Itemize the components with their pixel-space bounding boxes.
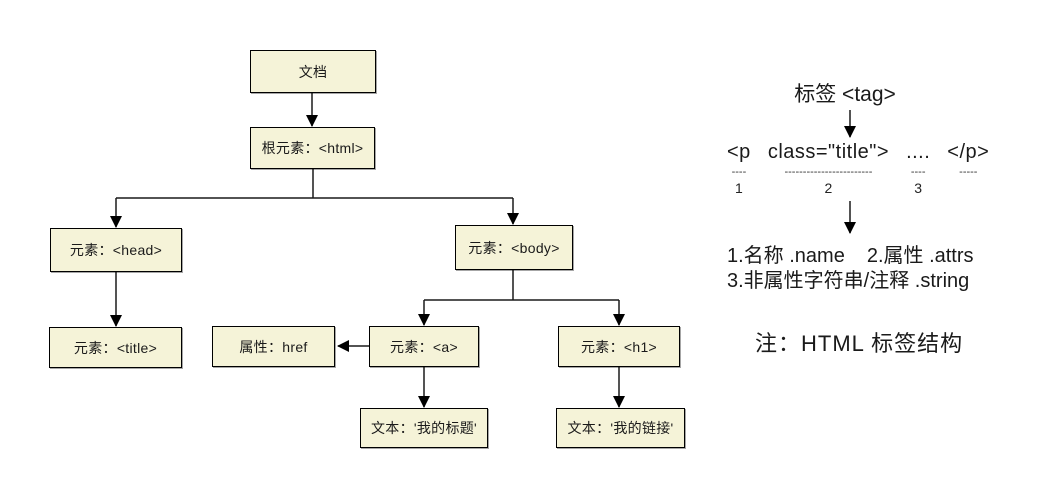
node-element-head: 元素：<head> bbox=[50, 228, 182, 272]
number-3: 3 bbox=[914, 180, 923, 196]
node-element-title: 元素：<title> bbox=[49, 327, 182, 368]
node-text-my-title: 文本：'我的标题' bbox=[360, 408, 488, 448]
diagram-note: 注：HTML 标签结构 bbox=[755, 331, 964, 356]
node-attribute-href: 属性：href bbox=[212, 326, 335, 367]
code-part-class-attr: class="title"> bbox=[767, 141, 890, 163]
node-text-my-link: 文本：'我的链接' bbox=[556, 408, 685, 448]
dash-under-name: ---- bbox=[731, 166, 747, 178]
legend-attrs: 2.属性 .attrs bbox=[866, 245, 974, 267]
code-col-name: <p ---- 1 bbox=[727, 141, 751, 196]
number-2: 2 bbox=[824, 180, 833, 196]
code-col-close: </p> ----- bbox=[947, 141, 989, 180]
node-document: 文档 bbox=[250, 50, 376, 93]
number-1: 1 bbox=[735, 180, 743, 196]
code-part-open-p: <p bbox=[727, 141, 751, 163]
dash-under-string: ---- bbox=[910, 166, 926, 178]
code-col-string: .... ---- 3 bbox=[906, 141, 930, 196]
node-element-body: 元素：<body> bbox=[455, 225, 573, 270]
node-element-a: 元素：<a> bbox=[369, 326, 479, 367]
dash-under-close: ----- bbox=[959, 166, 978, 178]
code-part-dots: .... bbox=[906, 141, 931, 163]
code-part-close-p: </p> bbox=[947, 141, 990, 163]
tag-example-code: <p ---- 1 class="title"> ---------------… bbox=[727, 141, 989, 196]
legend-line-2: 3.非属性字符串/注释 .string bbox=[727, 270, 970, 292]
tag-structure-title: 标签 <tag> bbox=[794, 83, 896, 106]
node-element-h1: 元素：<h1> bbox=[558, 326, 680, 367]
node-root-html: 根元素：<html> bbox=[250, 127, 375, 169]
legend-name: 1.名称 .name bbox=[727, 245, 845, 267]
code-col-attrs: class="title"> ------------------------ … bbox=[768, 141, 889, 196]
legend-line-1: 1.名称 .name 2.属性 .attrs bbox=[727, 239, 974, 268]
dash-under-attrs: ------------------------ bbox=[784, 166, 873, 178]
